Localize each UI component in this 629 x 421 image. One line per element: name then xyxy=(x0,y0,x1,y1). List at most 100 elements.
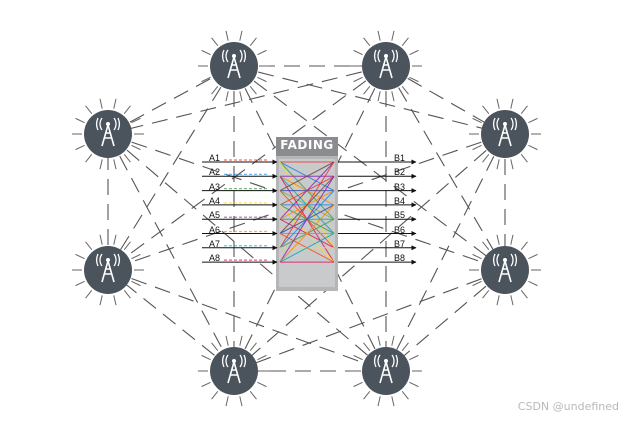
tower-spoke xyxy=(353,76,363,83)
tower-spoke xyxy=(201,76,211,83)
tower-spoke xyxy=(113,295,117,306)
tower-lower-left-icon xyxy=(72,234,144,306)
tower-spoke xyxy=(472,117,482,124)
input-label: A7 xyxy=(209,238,221,249)
tower-spoke xyxy=(528,144,538,151)
tower-spoke xyxy=(391,91,395,102)
tower-spoke xyxy=(75,117,85,124)
tower-spoke xyxy=(520,105,528,114)
tower-spoke xyxy=(363,391,371,400)
antenna-tip xyxy=(232,359,236,363)
antenna-tip xyxy=(232,54,236,58)
tower-spoke xyxy=(520,241,528,250)
tower-spoke xyxy=(496,234,500,245)
tower-upper-left-icon xyxy=(72,98,144,170)
tower-spoke xyxy=(377,396,381,407)
output-label: B3 xyxy=(394,181,406,192)
tower-spoke xyxy=(401,391,409,400)
tower-bottom-left-icon xyxy=(198,335,270,407)
tower-spoke xyxy=(113,98,117,109)
tower-spoke xyxy=(131,253,141,260)
tower-spoke xyxy=(249,37,257,46)
tower-spoke xyxy=(496,159,500,170)
tower-link xyxy=(233,133,506,372)
radio-wave xyxy=(496,253,500,267)
fading-path xyxy=(279,161,335,249)
antenna-mast xyxy=(227,361,241,384)
tower-spoke xyxy=(249,86,257,95)
tower-upper-right-icon xyxy=(469,98,541,170)
tower-spoke xyxy=(391,396,395,407)
tower-link xyxy=(107,133,387,372)
tower-spoke xyxy=(391,335,395,346)
tower-spoke xyxy=(482,154,490,163)
tower-spoke xyxy=(225,335,229,346)
tower-spoke xyxy=(409,381,419,388)
radio-wave xyxy=(113,253,117,267)
watermark: CSDN @undefined xyxy=(517,400,619,413)
radio-wave xyxy=(493,253,496,267)
tower-link xyxy=(385,269,506,372)
tower-spoke xyxy=(353,354,363,361)
tower-spoke xyxy=(211,86,219,95)
tower-bottom-right-icon xyxy=(350,335,422,407)
tower-spoke xyxy=(482,241,490,250)
tower-spoke xyxy=(225,30,229,41)
tower-spoke xyxy=(401,37,409,46)
tower-spoke xyxy=(257,76,267,83)
tower-spoke xyxy=(528,117,538,124)
tower-spoke xyxy=(211,391,219,400)
output-label: B1 xyxy=(394,153,406,163)
tower-link xyxy=(107,269,235,372)
tower-spoke xyxy=(257,49,267,56)
antenna-mast xyxy=(379,56,393,79)
antenna-mast xyxy=(498,124,512,147)
tower-spoke xyxy=(520,290,528,299)
radio-wave xyxy=(374,354,377,368)
radio-wave xyxy=(225,354,229,368)
tower-spoke xyxy=(99,234,103,245)
input-label: A4 xyxy=(209,195,221,206)
radio-wave xyxy=(113,117,117,131)
radio-wave xyxy=(96,117,99,131)
tower-disc xyxy=(362,42,410,90)
tower-spoke xyxy=(249,391,257,400)
radio-wave xyxy=(222,354,225,368)
tower-top-right-icon xyxy=(350,30,422,102)
radio-wave xyxy=(510,117,514,131)
input-label: A6 xyxy=(209,224,221,235)
antenna-tip xyxy=(106,122,110,126)
tower-spoke xyxy=(201,49,211,56)
tower-spoke xyxy=(401,86,409,95)
output-label: B8 xyxy=(394,253,406,264)
tower-spoke xyxy=(482,290,490,299)
tower-spoke xyxy=(496,295,500,306)
radio-wave xyxy=(391,354,395,368)
tower-spoke xyxy=(391,30,395,41)
towers xyxy=(72,30,541,407)
tower-spoke xyxy=(528,280,538,287)
radio-wave xyxy=(117,253,120,267)
tower-spoke xyxy=(131,117,141,124)
tower-spoke xyxy=(510,98,514,109)
antenna-mast xyxy=(101,124,115,147)
tower-spoke xyxy=(211,37,219,46)
output-label: B7 xyxy=(394,238,406,249)
input-label: A8 xyxy=(209,253,221,264)
tower-spoke xyxy=(239,91,243,102)
tower-spoke xyxy=(409,76,419,83)
radio-wave xyxy=(96,253,99,267)
tower-spoke xyxy=(85,154,93,163)
tower-spoke xyxy=(363,342,371,351)
tower-spoke xyxy=(201,381,211,388)
tower-spoke xyxy=(257,354,267,361)
input-label: A2 xyxy=(209,167,221,178)
tower-spoke xyxy=(201,354,211,361)
antenna-mast xyxy=(101,260,115,283)
tower-spoke xyxy=(123,241,131,250)
input-label: A1 xyxy=(209,153,221,163)
tower-spoke xyxy=(85,105,93,114)
tower-spoke xyxy=(377,91,381,102)
tower-link xyxy=(385,65,506,271)
fading-path xyxy=(279,161,335,220)
